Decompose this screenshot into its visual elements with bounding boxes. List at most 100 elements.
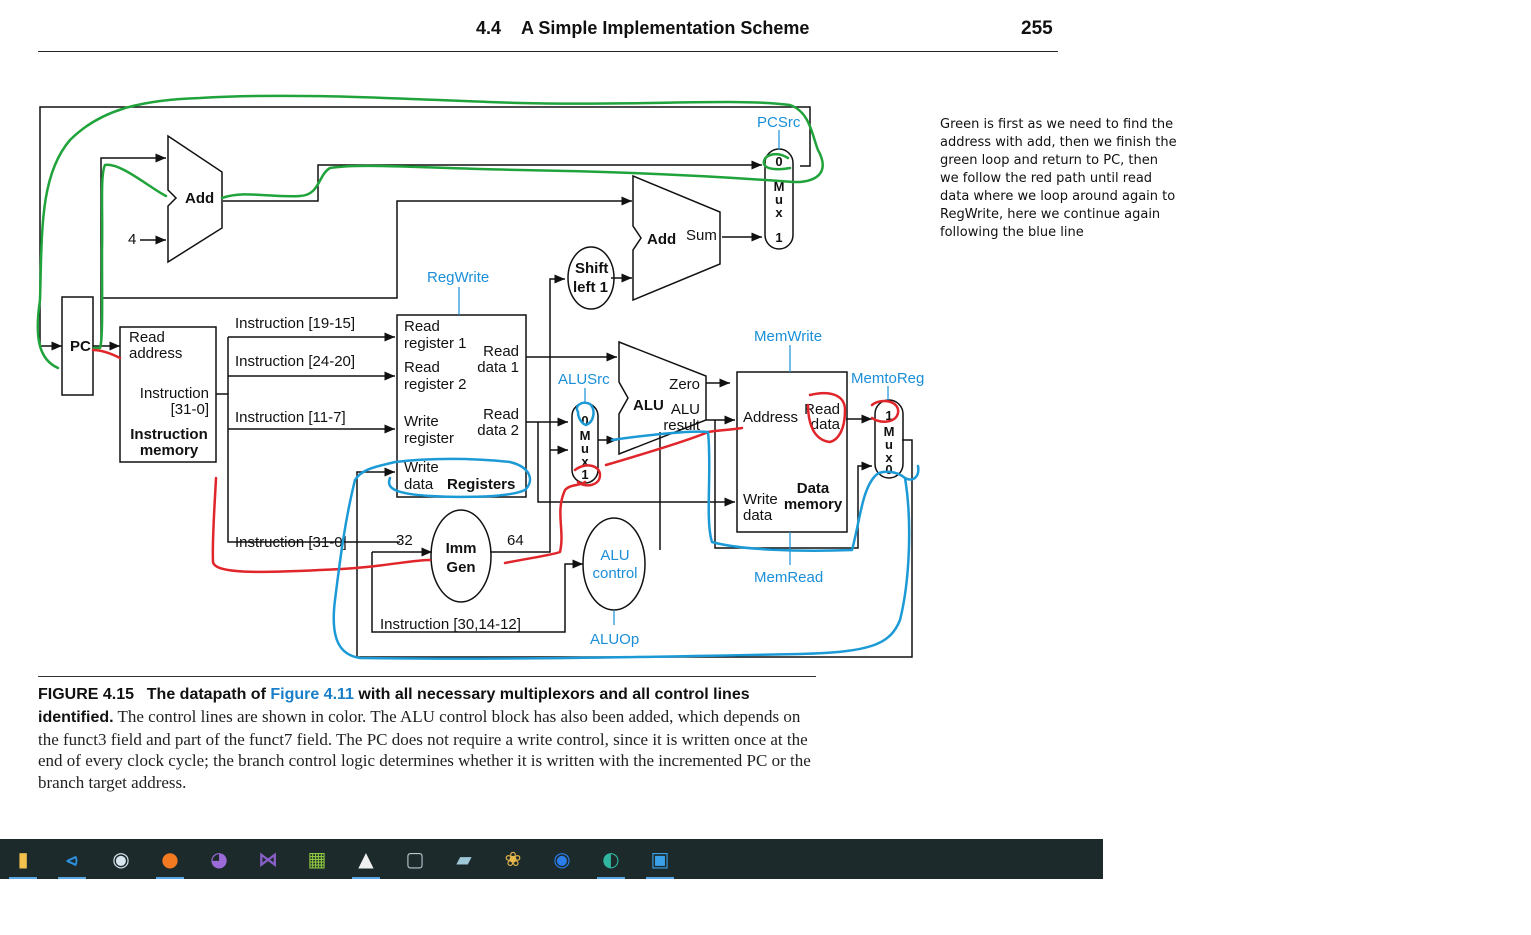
wire-bits-32: 32 (396, 532, 413, 549)
file-explorer-icon[interactable]: ▮ (6, 842, 40, 879)
github-desktop-icon[interactable]: ◕ (210, 847, 228, 871)
reg-read-data2-a: Read (483, 406, 519, 423)
firefox-icon[interactable]: ● (153, 842, 187, 879)
figure-caption: FIGURE 4.15 The datapath of Figure 4.11 … (38, 676, 818, 794)
wbmux-u: u (885, 437, 893, 452)
caption-figure-label: FIGURE 4.15 (38, 686, 135, 703)
annotation-note: Green is first as we need to find the ad… (940, 117, 1177, 240)
ctl-regwrite: RegWrite (427, 269, 489, 286)
alu-control-1: ALU (600, 547, 629, 564)
section-title: A Simple Implementation Scheme (521, 18, 810, 38)
alu-zero: Zero (669, 376, 700, 393)
pc-label: PC (70, 338, 91, 355)
alumux-u: u (581, 441, 589, 456)
shift-label-1: Shift (575, 260, 608, 277)
notepad-plus-icon[interactable]: ▦ (307, 847, 327, 871)
add-branch-label: Add (647, 231, 676, 248)
alumux-x: x (581, 454, 589, 469)
wire-instr-30-14-12: Instruction [30,14-12] (380, 616, 521, 633)
red-annotation-path (91, 348, 900, 574)
visual-studio-icon[interactable]: ⋈ (258, 847, 278, 871)
app-store-icon[interactable]: ◉ (553, 847, 571, 871)
section-number: 4.4 (476, 18, 502, 38)
wbmux-m: M (884, 424, 895, 439)
image-viewer-icon[interactable]: ▣ (643, 842, 677, 879)
pcmux-u: u (775, 192, 783, 207)
blue-annotation-path (332, 401, 920, 660)
wire-instr-19-15: Instruction [19-15] (235, 315, 355, 332)
pcmux-one: 1 (775, 230, 782, 245)
wire-instr-31-0: Instruction [31-0] (235, 534, 347, 551)
imm-gen-1: Imm (446, 540, 477, 557)
alumux-m: M (580, 428, 591, 443)
alumux-zero: 0 (581, 413, 588, 428)
reg-write-reg-a: Write (404, 413, 439, 430)
imm-gen-2: Gen (446, 559, 475, 576)
alu-label: ALU (633, 397, 664, 414)
dmem-write-data-2: data (743, 507, 773, 524)
shift-label-2: left 1 (573, 279, 608, 296)
ctl-memtoreg: MemtoReg (851, 370, 924, 387)
add-top-label: Add (185, 190, 214, 207)
reg-name: Registers (447, 476, 515, 493)
wbmux-one: 1 (885, 408, 892, 423)
alu-result-1: ALU (671, 401, 700, 418)
dmem-read-data-1: Read (804, 401, 840, 418)
page-number: 255 (1021, 18, 1053, 39)
caption-bold-b: with all necessary multiplexors and all … (38, 686, 750, 726)
reg-read1-a: Read (404, 318, 440, 335)
imem-instr-2: [31-0] (171, 401, 209, 418)
dmem-name-2: memory (784, 496, 843, 513)
reg-read2-a: Read (404, 359, 440, 376)
reg-read-data2-b: data 2 (477, 422, 519, 439)
ctl-alusrc: ALUSrc (558, 371, 610, 388)
pcmux-m: M (774, 179, 785, 194)
green-annotation-path (36, 94, 824, 370)
ctl-memread: MemRead (754, 569, 823, 586)
ctl-aluop: ALUOp (590, 631, 639, 648)
linux-penguin-icon[interactable]: ▲ (349, 842, 383, 879)
reg-read1-b: register 1 (404, 335, 467, 352)
ctl-pcsrc: PCSrc (757, 114, 801, 131)
photos-icon[interactable]: ▢ (405, 847, 425, 871)
imem-name-2: memory (140, 442, 199, 459)
ctl-memwrite: MemWrite (754, 328, 822, 345)
notes-icon[interactable]: ▰ (456, 847, 472, 871)
dmem-read-data-2: data (811, 416, 841, 433)
caption-bold-a: The datapath of (146, 686, 271, 703)
pcmux-zero: 0 (775, 154, 782, 169)
wire-instr-24-20: Instruction [24-20] (235, 353, 355, 370)
dmem-address: Address (743, 409, 798, 426)
sum-label: Sum (686, 227, 717, 244)
wbmux-zero: 0 (885, 462, 892, 477)
taskbar: ▮ ⪦ ◉ ● ◕ ⋈ ▦ ▲ ▢ ▰ ❀ ◉ ◐ ▣ (0, 839, 1103, 879)
caption-figure-link[interactable]: Figure 4.11 (270, 686, 354, 703)
alu-control-2: control (592, 565, 637, 582)
imem-name-1: Instruction (130, 426, 208, 443)
const-four: 4 (128, 231, 136, 248)
imem-read-2: address (129, 345, 182, 362)
edge-icon[interactable]: ◐ (594, 842, 628, 879)
reg-read-data1-a: Read (483, 343, 519, 360)
paint-icon[interactable]: ❀ (504, 847, 522, 871)
wire-bits-64: 64 (507, 532, 524, 549)
wbmux-x: x (885, 450, 893, 465)
vscode-icon[interactable]: ⪦ (55, 842, 89, 879)
imem-read-1: Read (129, 329, 165, 346)
alu-result-2: result (663, 417, 701, 434)
reg-write-reg-b: register (404, 430, 454, 447)
reg-write-data-b: data (404, 476, 434, 493)
caption-rule (38, 676, 816, 677)
pcmux-x: x (775, 205, 783, 220)
dmem-name-1: Data (797, 480, 830, 497)
wire-instr-11-7: Instruction [11-7] (235, 409, 346, 426)
alumux-one: 1 (581, 467, 588, 482)
steam-icon[interactable]: ◉ (112, 847, 130, 871)
header-rule (38, 51, 1058, 52)
reg-read-data1-b: data 1 (477, 359, 519, 376)
imem-instr-1: Instruction (140, 385, 209, 402)
caption-body: The control lines are shown in color. Th… (38, 706, 811, 793)
datapath-diagram: PC Add 4 Add Sum Shift left 1 Read addre… (36, 94, 924, 660)
reg-read2-b: register 2 (404, 376, 467, 393)
dmem-write-data-1: Write (743, 491, 778, 508)
